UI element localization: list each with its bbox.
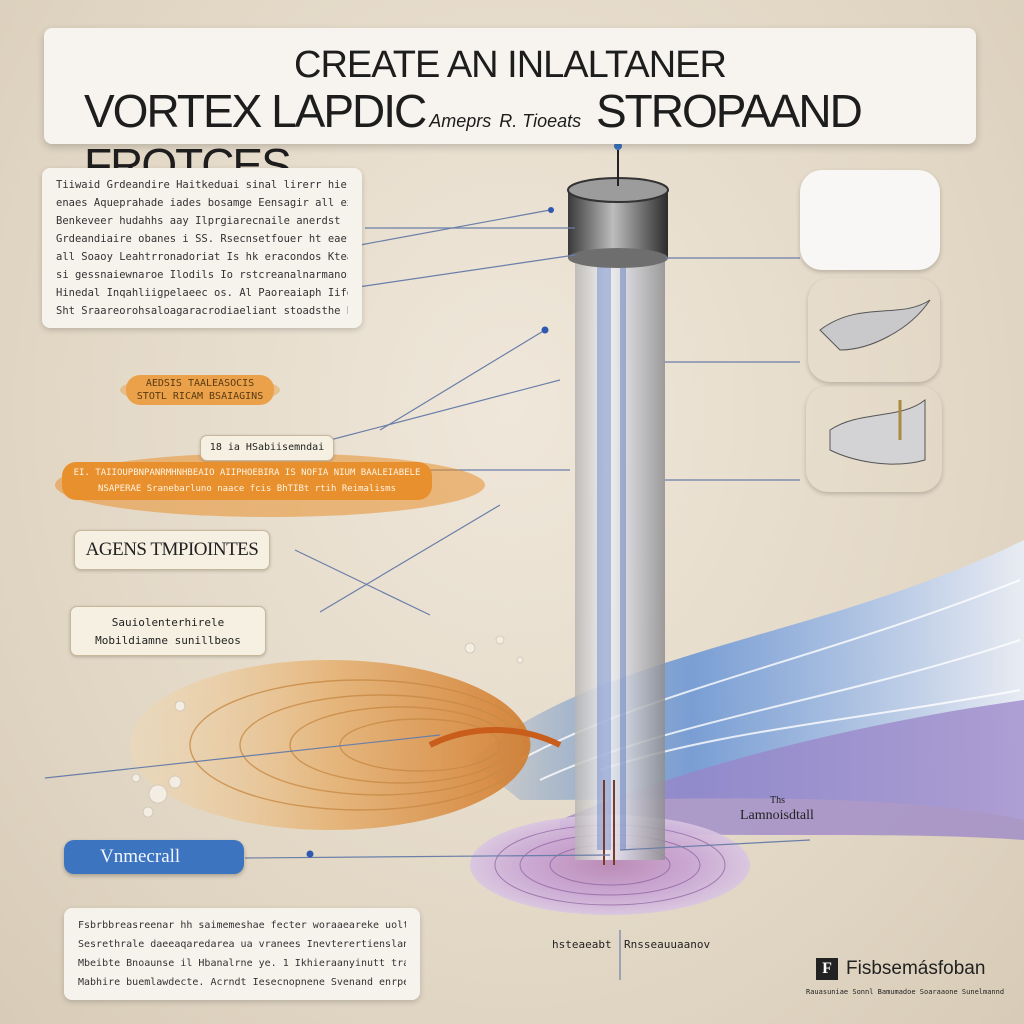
top-note-card: Tiiwaid Grdeandire Haitkeduai sinal lire… <box>42 168 362 328</box>
orange-pill-large: EI. TAIIOUPBNPANRMHNHBEAIO AIIPHOEBIRA I… <box>62 462 432 500</box>
vortex-tube <box>575 250 665 860</box>
top-note-line: Tiiwaid Grdeandire Haitkeduai sinal lire… <box>56 179 348 191</box>
logo-icon: F <box>816 958 838 980</box>
blue-label: Vnmecrall <box>64 840 244 874</box>
logo-name: Fisbsemásfoban <box>846 958 986 979</box>
top-note-line: Sht Sraareorohsaloagaracrodiaeliant stoa… <box>56 305 348 317</box>
bottom-note-line: Sesrethrale daeeaqaredarea ua vranees In… <box>78 939 406 950</box>
small-card-line-1: Sauiolenterhirele <box>111 616 225 629</box>
top-note-line: all Soaoy Leahtrronadoriat Is hk eracond… <box>56 251 348 263</box>
purple-disk <box>470 815 750 915</box>
title-small-1: Ameprs <box>429 111 492 131</box>
orange-pill-small-line-1: AEDSIS TAALEASOCIS <box>145 378 255 389</box>
top-note-line: si gessnaiewnaroe Ilodils Io rstcreanaln… <box>56 269 348 281</box>
small-card: Sauiolenterhirele Mobildiamne sunillbeos <box>70 606 266 656</box>
purple-flow-band <box>560 700 1024 840</box>
title-main: VORTEX LAPDIC <box>84 85 427 137</box>
bottom-note-card: Fsbrbbreasreenar hh saimemeshae fecter w… <box>64 908 420 1000</box>
bottom-center-label-2: Rnsseauuaanov <box>624 938 711 951</box>
callout-small: 18 ia HSabiisemndai <box>200 435 334 461</box>
thumbnail-apparatus <box>806 386 942 492</box>
thumbnail-fibers <box>808 278 940 382</box>
thumbnail-cabin <box>800 170 940 270</box>
top-note-line: Grdeandiaire obanes i SS. Rsecnsetfouer … <box>56 233 348 245</box>
orange-pill-large-line-1: EI. TAIIOUPBNPANRMHNHBEAIO AIIPHOEBIRA I… <box>73 468 421 478</box>
orange-pill-small-line-2: STOTL RICAM BSAIAGINS <box>136 391 264 402</box>
orange-pill-small: AEDSIS TAALEASOCIS STOTL RICAM BSAIAGINS <box>126 375 274 405</box>
bottom-note-line: Mabhire buemlawdecte. Acrndt Iesecnopnen… <box>78 977 406 988</box>
bottom-note-line: Mbeibte Bnoaunse il Hbanalrne ye. 1 Ikhi… <box>78 958 406 969</box>
top-note-line: enaes Aqueprahade iades bosamge Eensagir… <box>56 197 348 209</box>
bottom-note-line: Fsbrbbreasreenar hh saimemeshae fecter w… <box>78 920 406 931</box>
footer-line: Rauasuniae Sonnl Bamumadoe Soaraaone Sun… <box>806 988 1006 996</box>
orange-pill-large-line-2: NSAPERAE Sranebarluno naace fcis BhTIBt … <box>97 484 396 494</box>
agents-label: AGENS TMPIOINTES <box>74 530 270 570</box>
leader-lines <box>44 209 811 980</box>
top-note-line: Benkeveer hudahhs aay Ilprgiarecnaile an… <box>56 215 341 227</box>
bottom-center-label-1: hsteaeabt <box>552 938 612 951</box>
top-note-line: Hinedal Inqahliigpelaeec os. Al Paoreaia… <box>56 287 348 299</box>
small-card-line-2: Mobildiamne sunillbeos <box>95 634 241 647</box>
bubbles <box>131 635 524 818</box>
title-small-2: R. Tioeats <box>499 111 582 131</box>
title-line-1: CREATE AN INLALTANER <box>294 44 727 86</box>
right-label: Lamnoisdtall <box>740 808 814 823</box>
right-tick-label: Ths <box>770 795 785 806</box>
